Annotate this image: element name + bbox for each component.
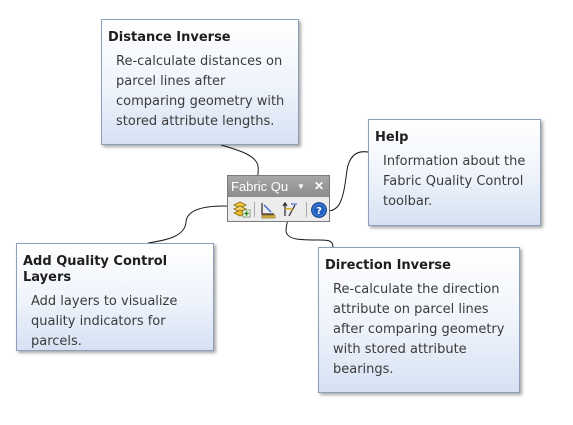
help-callout: Help Information about the Fabric Qualit… <box>368 119 541 226</box>
add-quality-control-layers-callout: Add Quality Control Layers Add layers to… <box>16 243 214 351</box>
callout-description: Re-calculate distances on parcel lines a… <box>116 54 285 129</box>
fabric-quality-control-toolbar: Fabric Qu ▼ ✕ <box>227 175 330 222</box>
connector-add-qc-layers <box>147 205 236 244</box>
add-quality-control-layers-button[interactable] <box>231 200 251 219</box>
direction-inverse-button[interactable] <box>280 200 300 219</box>
callout-description: Information about the Fabric Quality Con… <box>383 154 526 209</box>
toolbar-separator <box>306 202 307 217</box>
close-icon[interactable]: ✕ <box>313 179 325 193</box>
help-button[interactable]: ? <box>309 200 329 219</box>
distance-inverse-button[interactable] <box>258 200 278 219</box>
distance-inverse-callout: Distance Inverse Re-calculate distances … <box>101 19 299 145</box>
callout-description: Add layers to visualize quality indicato… <box>31 294 178 349</box>
toolbar-title: Fabric Qu <box>231 179 289 194</box>
callout-title: Help <box>375 130 409 145</box>
distance-inverse-icon <box>261 203 276 219</box>
toolbar-separator <box>254 202 255 217</box>
toolbar-options-icon[interactable]: ▼ <box>297 182 305 191</box>
toolbar-buttons: ? <box>228 198 329 221</box>
direction-inverse-callout: Direction Inverse Re-calculate the direc… <box>318 247 520 393</box>
toolbar-title-bar[interactable]: Fabric Qu ▼ ✕ <box>228 176 329 197</box>
connector-help <box>325 151 369 212</box>
help-icon: ? <box>311 202 327 218</box>
callout-title: Add Quality Control Layers <box>23 254 168 285</box>
callout-title: Direction Inverse <box>325 258 451 273</box>
direction-inverse-icon <box>282 201 297 217</box>
callout-title: Distance Inverse <box>108 30 231 45</box>
add-layers-icon <box>233 201 251 218</box>
callout-description: Re-calculate the direction attribute on … <box>333 282 505 377</box>
connector-direction-inverse <box>285 215 334 248</box>
svg-text:?: ? <box>316 206 322 217</box>
